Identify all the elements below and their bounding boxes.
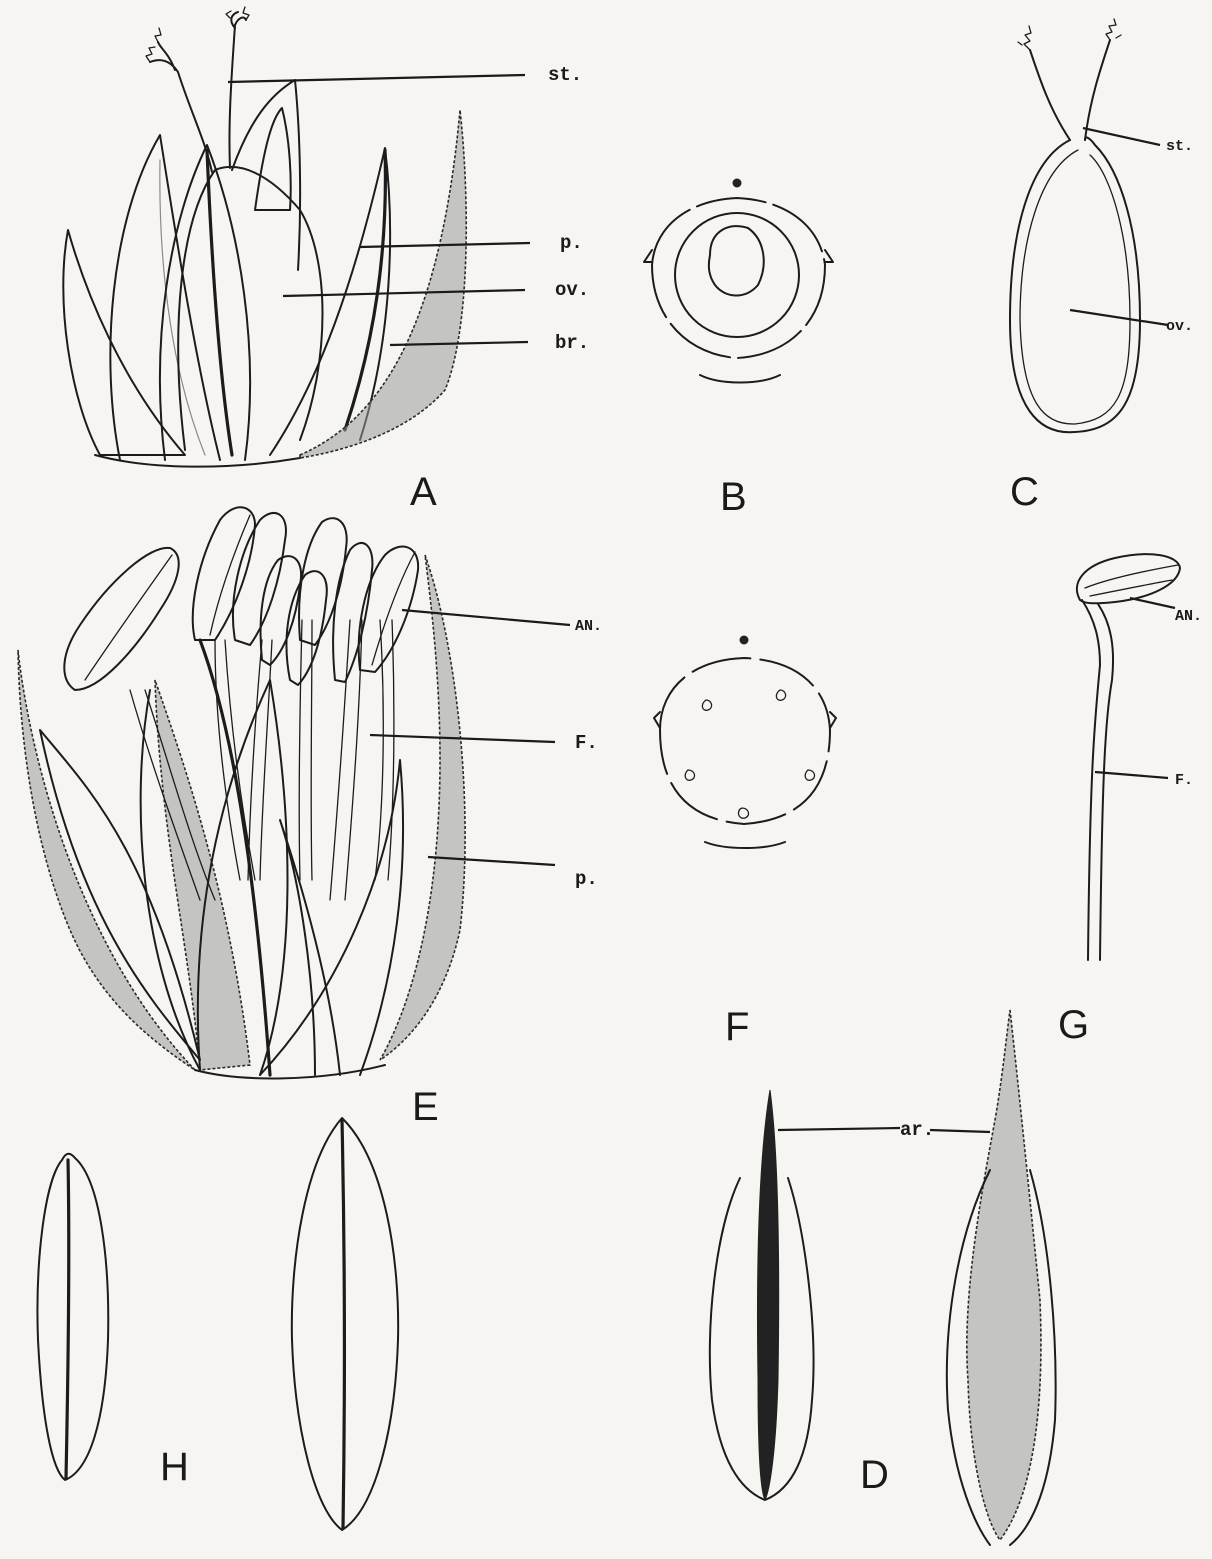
figure-e-anthers [64, 507, 418, 690]
figure-e-bract-left [18, 650, 195, 1070]
figure-d-label-arista: ar. [900, 1119, 934, 1141]
panel-label-a: A [410, 470, 437, 514]
panel-label-c: C [1010, 470, 1039, 514]
figure-e-tepal-stippled [155, 680, 250, 1070]
figure-h-tepals [37, 1118, 398, 1530]
figure-e-staminate-flower [18, 507, 570, 1078]
panel-label-h: H [160, 1445, 189, 1489]
panel-label-g: G [1058, 1003, 1089, 1047]
figure-c-pistil [1010, 19, 1168, 432]
figure-b-floral-diagram [644, 179, 833, 383]
figure-e-label-filament: F. [575, 732, 598, 754]
figure-a-style [178, 25, 235, 172]
figure-a-pistillate-flower [63, 7, 530, 467]
figure-a-label-ovary: ov. [555, 279, 589, 301]
figure-f-floral-diagram [654, 636, 836, 848]
figure-a-tepal-center [160, 145, 250, 460]
panel-label-e: E [412, 1085, 439, 1129]
panel-label-b: B [720, 475, 747, 519]
figure-h-tepal-small [37, 1154, 108, 1480]
figure-a-label-bract: br. [555, 332, 589, 354]
panel-label-f: F [725, 1005, 749, 1049]
figure-f-stamen-marks [685, 690, 814, 818]
figure-d-bract-large [967, 1010, 1041, 1540]
figure-g-label-anther: AN. [1175, 608, 1202, 625]
figure-e-label-anther: AN. [575, 618, 602, 635]
figure-a-bract-left [63, 230, 185, 455]
panel-label-d: D [860, 1453, 889, 1497]
figure-a-label-stigma: st. [548, 64, 582, 86]
figure-d-arista-small [758, 1090, 779, 1500]
figure-a-label-perianth: p. [560, 232, 583, 254]
figure-g-label-filament: F. [1175, 772, 1193, 789]
figure-g-stamen [1077, 554, 1180, 960]
figure-c-label-ovary: ov. [1166, 318, 1193, 335]
figure-a-bract-right [300, 110, 466, 458]
figure-e-label-perianth: p. [575, 868, 598, 890]
figure-c-label-stigma: st. [1166, 138, 1193, 155]
